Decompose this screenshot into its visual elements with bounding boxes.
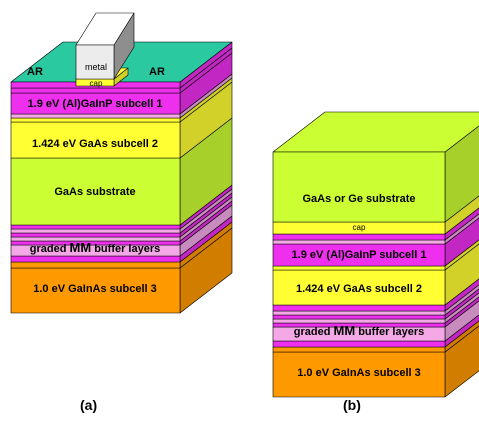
structure-b-layer-3-front	[272, 239, 446, 245]
structure-b-layer-0-front	[272, 151, 446, 223]
metal-contact-front	[75, 44, 115, 80]
subcell3-label-a: 1.0 eV GaInAs subcell 3	[33, 283, 157, 295]
structure-b-layer-13-front	[272, 340, 446, 348]
buffer-mm-a: MM	[69, 240, 92, 255]
buffer-pre-b: graded	[293, 326, 334, 338]
structure-b-layer-8-front	[272, 310, 446, 316]
structure-a-layer-4-front	[10, 117, 181, 123]
buffer-mm-b: MM	[333, 323, 356, 338]
buffer-post-a: buffer layers	[91, 243, 161, 255]
structure-b-layer-5-front	[272, 265, 446, 271]
structure-b-layer-9-front	[272, 314, 446, 320]
structure-a-layer-9-front	[10, 232, 181, 238]
ar-right-label: AR	[149, 66, 165, 78]
subcell1-label-a: 1.9 eV (Al)GaInP subcell 1	[27, 98, 163, 110]
buffer-label-b: graded MM buffer layers	[274, 323, 444, 338]
metal-label: metal	[84, 62, 107, 72]
subcell2-label-a: 1.424 eV GaAs subcell 2	[32, 138, 158, 150]
ar-left-label: AR	[27, 66, 43, 78]
caption-a: (a)	[80, 397, 98, 413]
structure-a-layer-3-front	[10, 113, 181, 119]
structure-b-layer-0-top	[272, 111, 479, 153]
structure-a-layer-1-front	[10, 87, 181, 94]
buffer-label-a: graded MM buffer layers	[12, 240, 178, 255]
structure-a-layer-14-front	[10, 261, 181, 269]
structure-a-layer-7-front	[10, 224, 181, 230]
structure-b-layer-2-front	[272, 233, 446, 241]
cap-label-b: cap	[352, 223, 366, 232]
substrate-label-b: GaAs or Ge substrate	[302, 193, 416, 205]
structure-a-layer-13-front	[10, 255, 181, 263]
subcell2-label-b: 1.424 eV GaAs subcell 2	[296, 283, 422, 295]
structure-a-layer-8-front	[10, 228, 181, 234]
structure-b-layer-14-front	[272, 346, 446, 353]
cap-label-a: cap	[89, 79, 103, 88]
subcell1-label-b: 1.9 eV (Al)GaInP subcell 1	[291, 249, 427, 261]
buffer-pre-a: graded	[29, 243, 70, 255]
caption-b: (b)	[343, 397, 361, 413]
buffer-post-b: buffer layers	[355, 326, 425, 338]
substrate-label-a: GaAs substrate	[54, 186, 136, 198]
structure-b-layer-7-front	[272, 304, 446, 312]
subcell3-label-b: 1.0 eV GaInAs subcell 3	[297, 367, 421, 379]
